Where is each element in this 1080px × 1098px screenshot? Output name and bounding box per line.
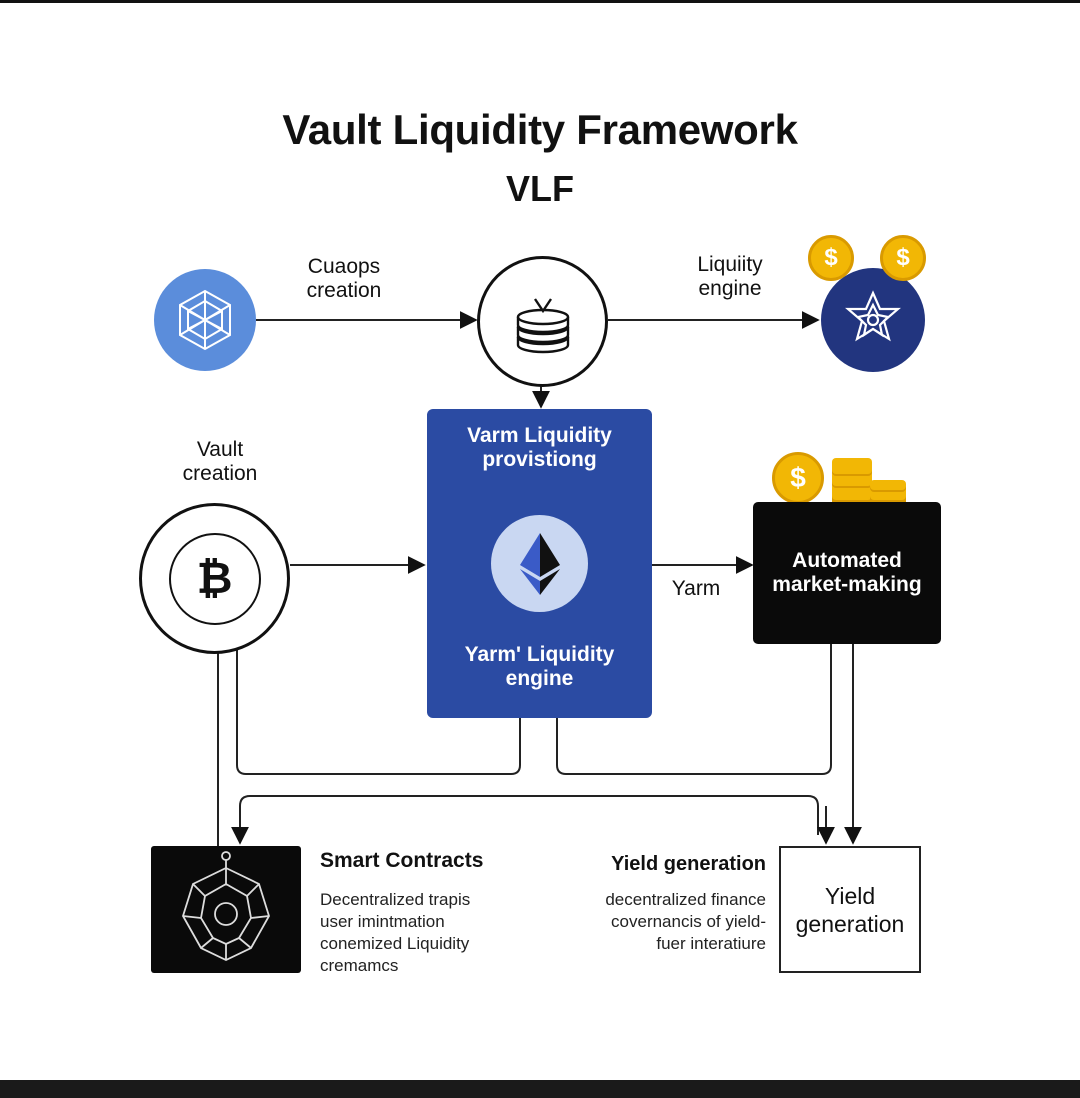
yield-box-label-line: generation — [795, 911, 905, 937]
vault-label-line: Vault — [196, 438, 244, 461]
connector-label: Yarm — [671, 577, 721, 600]
coin-icon: $ — [880, 235, 926, 281]
engine-footer: Yarm' Liquidity engine — [427, 643, 652, 691]
diagram-subtitle: VLF — [506, 168, 574, 209]
yield-box — [779, 846, 921, 973]
coin-icon: $ — [808, 235, 854, 281]
description-line: Decentralized trapis — [320, 890, 471, 909]
engine-footer-line: engine — [505, 667, 574, 690]
loop-engine-amm — [556, 644, 832, 775]
arrow-split-to-contracts — [231, 795, 819, 845]
coin-pile-icon: $ — [770, 452, 910, 508]
description-line: covernancis of yield- — [611, 912, 766, 931]
top-left-node — [154, 269, 256, 371]
bottom-bar — [0, 1080, 1080, 1098]
diagram-title: Vault Liquidity Framework — [282, 106, 798, 153]
engine-title-line: Varm Liquidity — [467, 424, 612, 447]
vault-node: ₿ — [139, 503, 290, 654]
amm-box — [753, 502, 941, 644]
top-left-label: Cuaops creation — [284, 255, 404, 303]
vault-label-line: creation — [182, 462, 258, 485]
yield-heading: Yield generation — [611, 853, 766, 875]
smart-contracts-description: Decentralized trapis user imintmation co… — [320, 889, 470, 977]
amm-label-line: Automated — [792, 549, 902, 572]
top-right-label-line: Liquiity — [697, 253, 763, 276]
top-center-node — [477, 256, 608, 387]
coin-stack — [870, 480, 906, 506]
engine-title-line: provistiong — [482, 448, 597, 471]
star-network-icon — [845, 290, 901, 342]
bitcoin-icon: ₿ — [168, 532, 261, 625]
coin-icon: $ — [772, 452, 824, 504]
description-line: user imintmation — [320, 912, 445, 931]
ethereum-diamond — [519, 532, 560, 595]
bitcoin-symbol: ₿ — [196, 553, 233, 604]
amm-label: Automated market-making — [753, 549, 941, 597]
coin-stack-icon — [516, 297, 569, 353]
yield-box-label-line: Yield — [824, 883, 876, 909]
top-right-label: Liquiity engine — [670, 253, 790, 301]
engine-footer-line: Yarm' Liquidity — [464, 643, 615, 666]
top-left-label-line: creation — [306, 279, 382, 302]
vault-label: Vault creation — [150, 438, 290, 486]
coin-stack — [832, 458, 872, 506]
coin-symbol: $ — [896, 244, 910, 271]
description-line: decentralized finance — [605, 890, 766, 909]
coin-symbol: $ — [824, 244, 838, 271]
top-right-label-line: engine — [698, 277, 762, 300]
coin-symbol: $ — [790, 462, 806, 493]
yield-box-label: Yield generation — [779, 882, 921, 938]
ethereum-icon — [491, 515, 588, 612]
top-left-label-line: Cuaops — [307, 255, 381, 278]
loop-vault-engine — [236, 648, 521, 775]
smart-contracts-heading: Smart Contracts — [320, 849, 484, 872]
description-line: conemized Liquidity — [320, 934, 470, 953]
engine-title: Varm Liquidity provistiong — [427, 424, 652, 472]
geodesic-network-icon — [182, 851, 270, 961]
top-right-node — [821, 268, 925, 372]
top-border — [0, 0, 1080, 3]
smart-contracts-box — [151, 846, 301, 973]
yield-description: decentralized finance covernancis of yie… — [556, 889, 766, 955]
description-line: cremamcs — [320, 956, 399, 975]
amm-label-line: market-making — [772, 573, 922, 596]
network-gem-icon — [179, 289, 231, 351]
description-line: fuer interatiure — [656, 934, 766, 953]
